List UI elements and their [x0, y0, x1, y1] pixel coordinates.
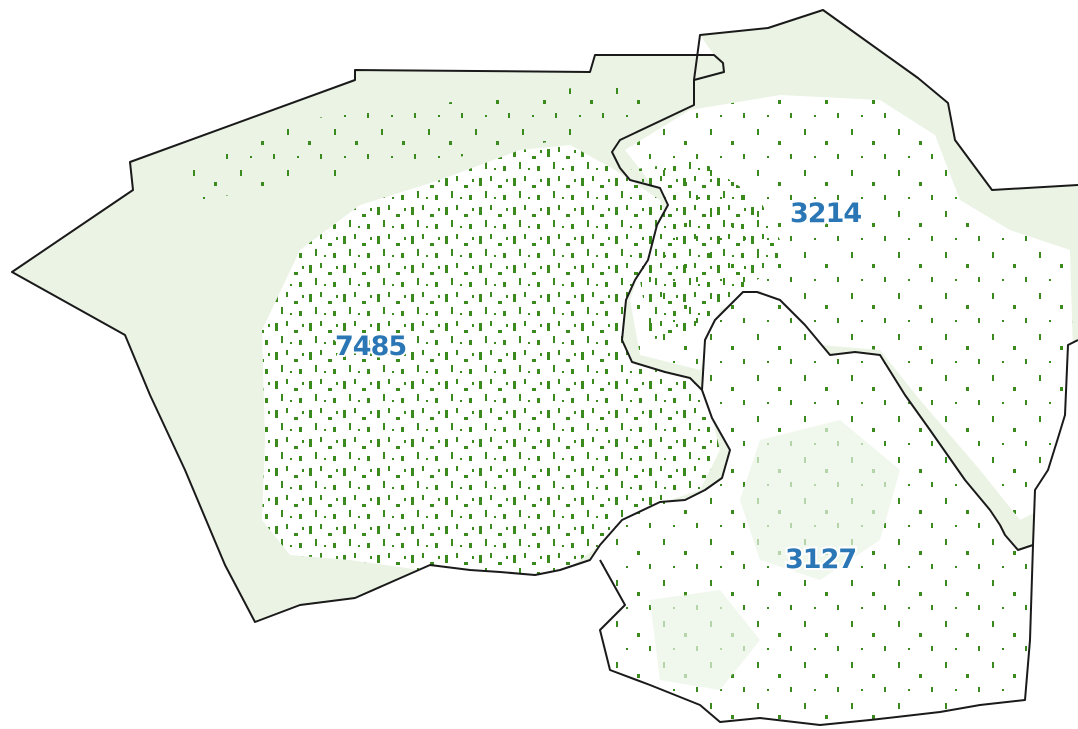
region-label-northeast: 3214: [790, 198, 861, 229]
boundary-west: [11, 54, 731, 623]
region-boundaries: [11, 9, 1078, 726]
region-southeast-light-patch-2: [650, 590, 760, 690]
region-label-southeast: 3127: [785, 544, 856, 575]
region-west: [12, 55, 730, 622]
region-label-west: 7485: [335, 331, 406, 362]
boundary-northeast: [693, 9, 1078, 551]
boundary-southeast: [599, 544, 1034, 726]
region-northeast: [612, 10, 1078, 550]
region-west-vegetation: [262, 145, 720, 578]
region-northeast-dense-vegetation: [630, 160, 790, 340]
region-southeast-light-patch: [740, 420, 900, 580]
region-labels: 7485 3214 3127: [333, 196, 864, 577]
region-west-outer-vegetation: [180, 80, 660, 200]
